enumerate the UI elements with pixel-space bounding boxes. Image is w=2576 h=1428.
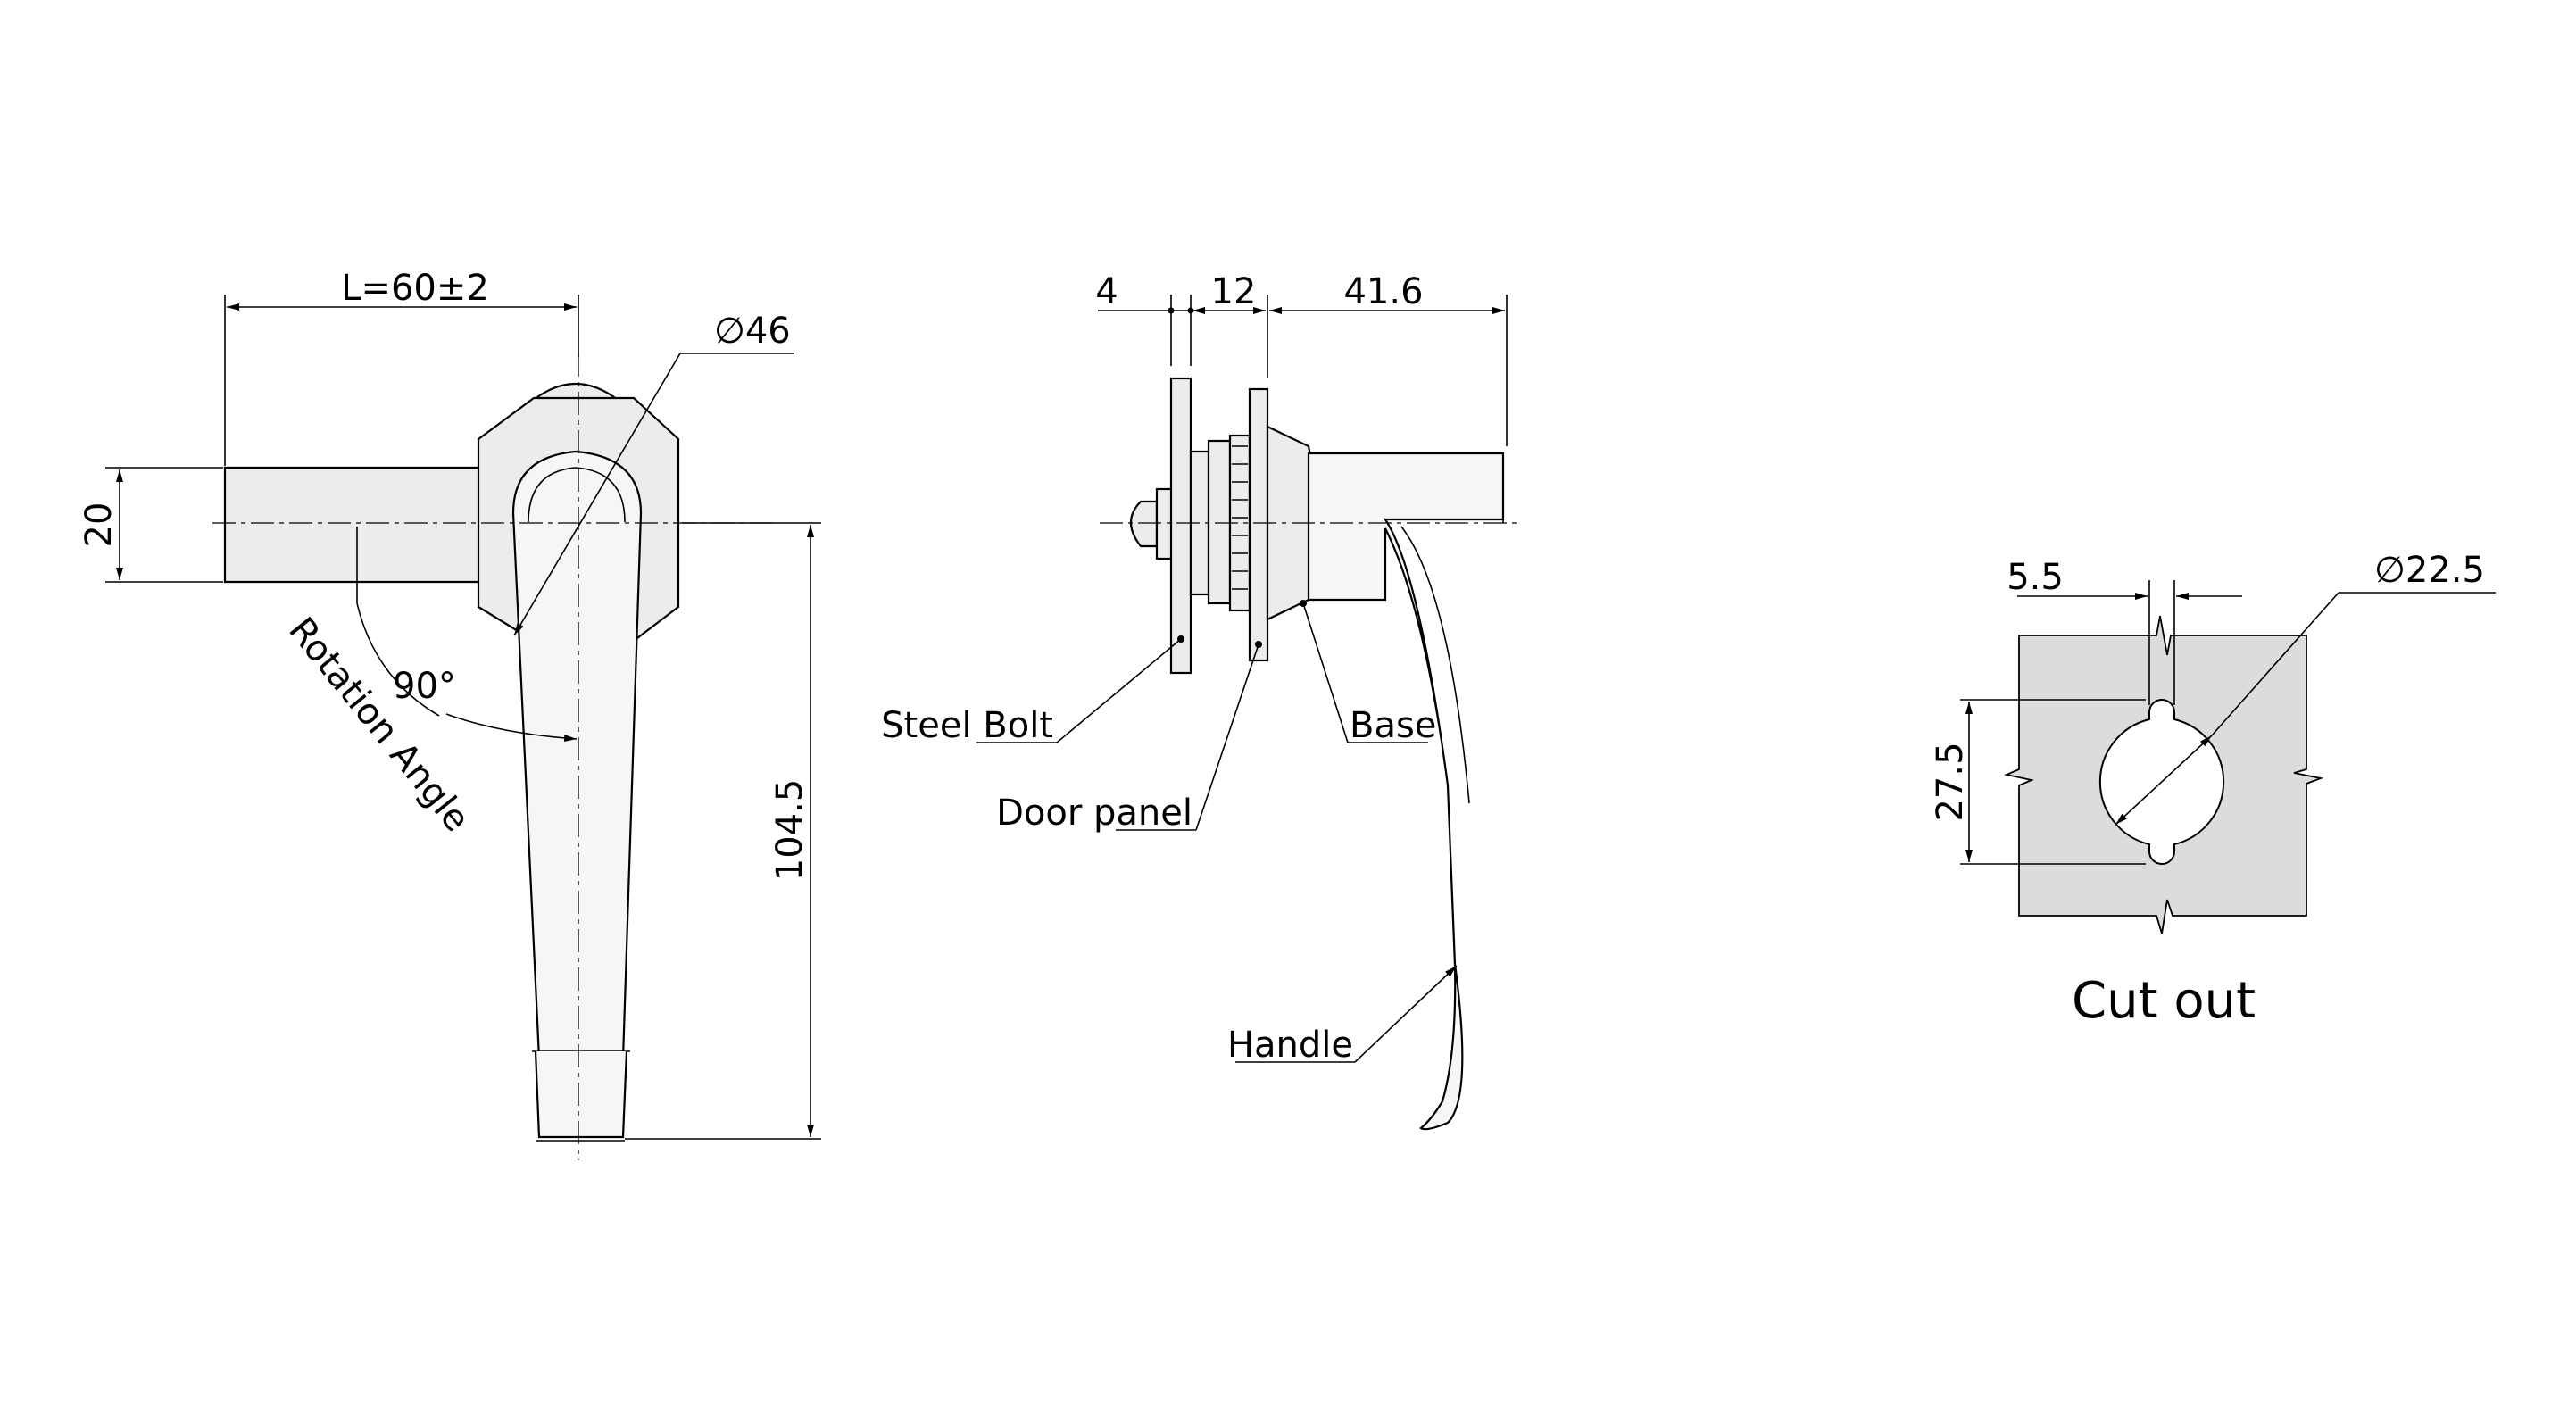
top-cap — [533, 383, 619, 401]
front-view: L=60±2 ∅46 20 90° Rotation Angle 104.5 — [79, 268, 821, 1160]
door-panel-leader — [1195, 643, 1259, 831]
handle-label: Handle — [1227, 1025, 1353, 1066]
dim-4-dot-right — [1187, 307, 1194, 314]
steel-bolt-plate — [1169, 377, 1192, 675]
handle-tip — [534, 1050, 628, 1139]
angle-text: 90° — [393, 666, 456, 707]
bolt-head — [1129, 500, 1159, 548]
diameter-22-leader — [2211, 592, 2339, 736]
horizontal-lever — [223, 466, 484, 584]
diameter-22-dimension-line — [2115, 735, 2213, 826]
diameter-22-text: ∅22.5 — [2374, 550, 2485, 591]
thread-lines — [1232, 445, 1248, 590]
angle-arc-lower — [445, 713, 578, 743]
base-label: Base — [1350, 705, 1436, 746]
base-leader — [1302, 602, 1349, 743]
dim-41-text: 41.6 — [1343, 271, 1423, 312]
handle-shape — [1307, 452, 1505, 1131]
cut-out-view: 5.5 ∅22.5 27.5 Cut out — [1930, 550, 2496, 1030]
dim-5-text: 5.5 — [2007, 557, 2064, 598]
dim-4-dot-left — [1168, 307, 1175, 314]
nut — [1207, 439, 1232, 605]
dim-27-text: 27.5 — [1930, 742, 1971, 821]
length-dimension-text: L=60±2 — [341, 268, 489, 309]
cut-out-title: Cut out — [2072, 972, 2256, 1030]
door-panel-label: Door panel — [996, 793, 1192, 834]
angle-arc-upper — [356, 602, 440, 717]
dim-4-text: 4 — [1095, 271, 1118, 312]
diameter-46-leader — [513, 353, 681, 636]
side-view: 4 12 41.6 Steel Bolt Door panel Base Han… — [881, 271, 1517, 1131]
vertical-handle — [511, 450, 643, 1060]
height-20-text: 20 — [79, 502, 120, 548]
handle-leader — [1354, 965, 1458, 1063]
length-104-text: 104.5 — [769, 779, 810, 882]
rotation-angle-label: Rotation Angle — [280, 610, 478, 839]
dim-12-text: 12 — [1211, 271, 1257, 312]
door-panel-shape — [1248, 387, 1269, 662]
steel-bolt-leader — [1056, 638, 1182, 743]
handle-inner-curve — [528, 467, 626, 523]
handle-inner-edge — [1400, 526, 1470, 804]
diameter-46-text: ∅46 — [714, 311, 791, 352]
steel-bolt-label: Steel Bolt — [881, 705, 1053, 746]
